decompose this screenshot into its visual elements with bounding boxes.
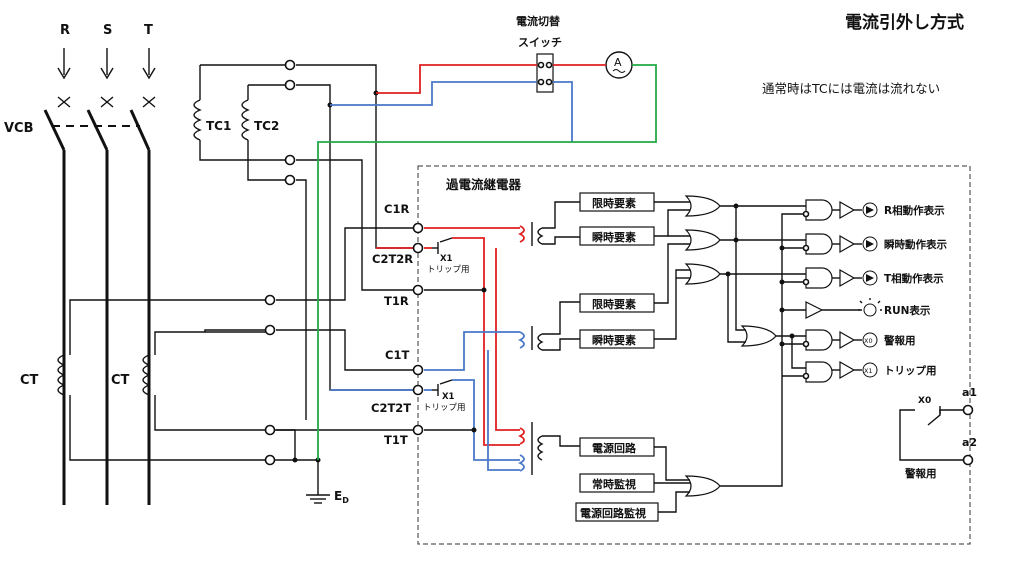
relay-coil-r (517, 201, 580, 246)
red-wire (376, 64, 606, 446)
ground-label: ED (334, 489, 349, 505)
terminal-c2t2t: C2T2T (371, 401, 411, 415)
current-switch (536, 53, 554, 93)
alarm-terminals[interactable] (962, 404, 974, 466)
switch-label-line2: スイッチ (518, 36, 562, 49)
phase-label-r: R (60, 23, 70, 38)
or-gate-1 (684, 195, 721, 217)
tc1-label: TC1 (206, 119, 231, 133)
trip-contact-t (432, 379, 453, 396)
ct-terminals (264, 294, 321, 466)
block-time-delay-t-label: 限時要素 (592, 297, 636, 311)
output-label-1: R相動作表示 (884, 204, 945, 217)
switch-label-line1: 電流切替 (516, 14, 561, 28)
output-label-4: RUN表示 (884, 304, 931, 317)
output-stage-6 (802, 360, 878, 383)
output-stage-4 (805, 298, 882, 319)
ammeter: A (605, 51, 633, 79)
block-instant-t-label: 瞬時要素 (592, 333, 636, 347)
vcb-breaker (43, 96, 156, 505)
tc-terminals (284, 59, 379, 186)
vcb-label: VCB (4, 121, 34, 136)
output-label-3: T相動作表示 (884, 272, 944, 285)
trip-contact-r-name: X1 (440, 254, 453, 264)
ct-r-label: CT (20, 373, 39, 388)
power-transformer (517, 422, 580, 475)
terminal-c2t2r: C2T2R (372, 252, 413, 266)
green-wire (317, 64, 657, 460)
or-gate-4 (740, 325, 777, 347)
badge-x1: X1 (864, 367, 873, 375)
output-stage-5 (802, 329, 878, 351)
blue-wire (330, 81, 573, 471)
tc-wiring (199, 64, 418, 420)
output-label-2: 瞬時動作表示 (884, 238, 947, 251)
trip-contact-r-note: トリップ用 (427, 265, 470, 275)
trip-contact-t-note: トリップ用 (423, 403, 466, 413)
relay-internal-wiring (424, 287, 487, 433)
phase-incoming-arrows (57, 48, 156, 80)
ground-symbol (306, 494, 330, 504)
alarm-contact-name: X0 (918, 396, 931, 406)
ct-t-label: CT (111, 373, 130, 388)
relay-enclosure (417, 165, 971, 545)
tc1-coil (193, 99, 202, 141)
ammeter-symbol: A (614, 56, 622, 69)
terminal-t1t: T1T (384, 433, 408, 447)
page-subtitle: 通常時はTCには電流は流れない (762, 81, 940, 96)
trip-contact-t-name: X1 (442, 392, 455, 402)
logic-junctions (725, 203, 795, 347)
tc2-label: TC2 (254, 119, 279, 133)
output-label-5: 警報用 (883, 334, 916, 347)
relay-title: 過電流継電器 (445, 177, 522, 192)
alarm-contact (899, 406, 968, 461)
block-time-delay-r-label: 限時要素 (592, 196, 636, 210)
ct-t-coil (142, 354, 151, 396)
ct-secondary-wiring (69, 227, 418, 495)
alarm-label: 警報用 (904, 467, 937, 480)
terminal-c1t: C1T (385, 348, 409, 362)
tc2-coil (241, 99, 250, 141)
output-label-6: トリップ用 (884, 364, 937, 377)
or-gate-2 (684, 229, 721, 251)
output-stage-3 (802, 267, 878, 289)
phase-label-s: S (103, 23, 112, 38)
relay-coil-t (517, 301, 580, 351)
terminal-t1r: T1R (384, 294, 409, 308)
page-title: 電流引外し方式 (845, 12, 964, 33)
or-gate-3 (684, 263, 721, 285)
terminal-a1: a1 (962, 386, 977, 399)
trip-contact-r (432, 237, 453, 254)
terminal-c1r: C1R (384, 202, 409, 216)
block-instant-r-label: 瞬時要素 (592, 230, 636, 244)
output-stage-2 (802, 233, 878, 255)
output-stage-1 (802, 199, 878, 221)
block-power-monitor-label: 電源回路監視 (580, 506, 646, 520)
block-constant-monitor-label: 常時監視 (592, 477, 636, 491)
terminal-a2: a2 (962, 436, 977, 449)
relay-terminals[interactable] (412, 222, 424, 436)
ct-r-coil (57, 354, 66, 396)
phase-label-t: T (144, 23, 153, 38)
block-power-circuit-label: 電源回路 (592, 441, 637, 455)
or-gate-5 (684, 475, 721, 497)
badge-x0: X0 (864, 337, 873, 345)
